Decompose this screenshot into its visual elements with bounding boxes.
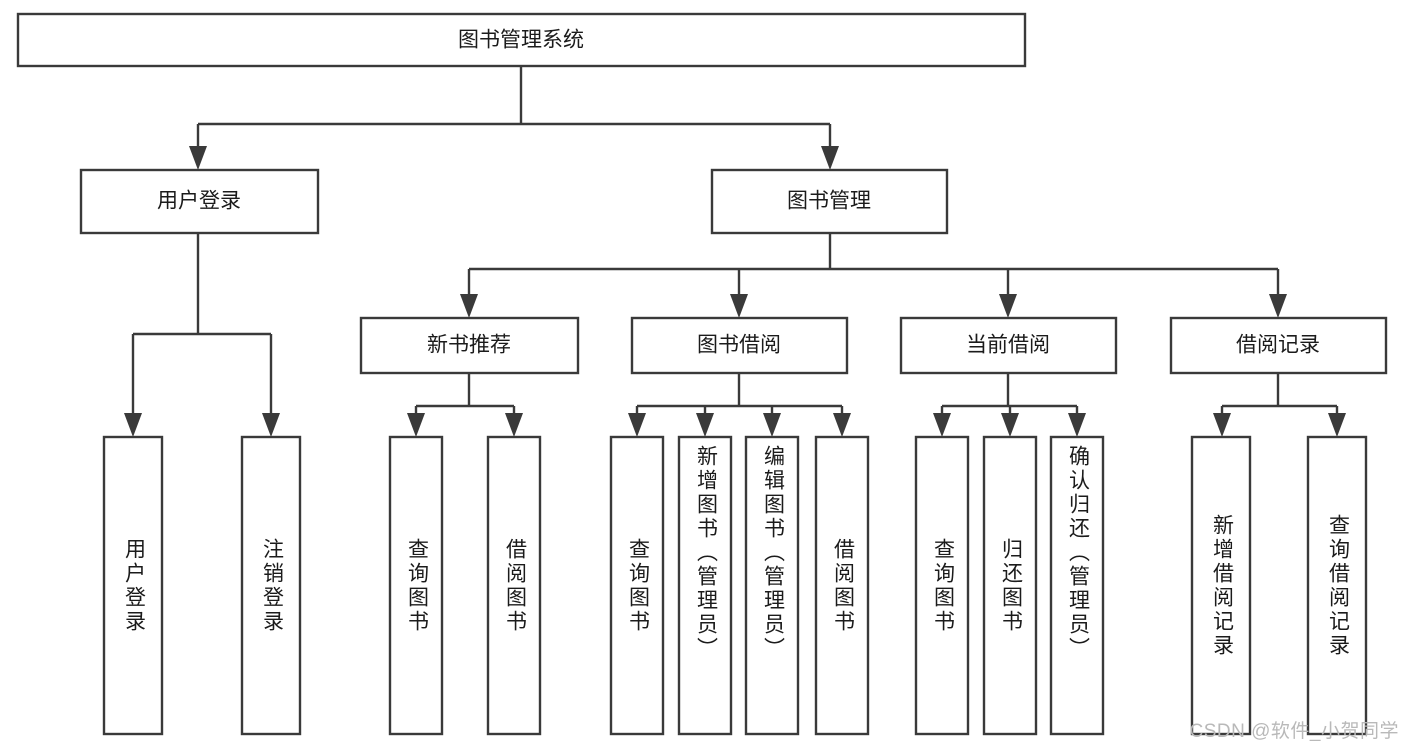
node-root-box[interactable] bbox=[16, 12, 1027, 68]
connector-group-borrow-record bbox=[1213, 373, 1346, 437]
node-new-book-rec-label: 新书推荐 bbox=[427, 334, 511, 357]
arrow-head-leaf-return-book bbox=[1001, 413, 1019, 437]
node-leaf-user-login-box[interactable] bbox=[102, 435, 164, 736]
arrow-head-leaf-borrow-book-1 bbox=[505, 413, 523, 437]
node-root[interactable]: 图书管理系统 bbox=[16, 12, 1027, 68]
node-leaf-query-book-2-box[interactable] bbox=[609, 435, 665, 736]
node-user-login-box[interactable] bbox=[79, 168, 320, 235]
arrow-head-leaf-borrow-book-2 bbox=[833, 413, 851, 437]
connector-group-current-borrow bbox=[933, 373, 1086, 437]
connector-group-root bbox=[189, 66, 839, 170]
node-borrow-record[interactable]: 借阅记录 bbox=[1169, 316, 1388, 375]
node-book-borrow-label: 图书借阅 bbox=[697, 334, 781, 357]
node-new-book-rec[interactable]: 新书推荐 bbox=[359, 316, 580, 375]
node-leaf-query-record-box[interactable] bbox=[1306, 435, 1368, 736]
connector-group-user-login bbox=[124, 233, 280, 437]
arrow-head-leaf-query-record bbox=[1328, 413, 1346, 437]
node-leaf-query-book-3-box[interactable] bbox=[914, 435, 970, 736]
node-current-borrow-label: 当前借阅 bbox=[966, 334, 1050, 357]
arrow-head-current-borrow bbox=[999, 294, 1017, 318]
arrow-head-leaf-add-book bbox=[696, 413, 714, 437]
arrow-head-new-book-rec bbox=[460, 294, 478, 318]
node-book-manage[interactable]: 图书管理 bbox=[710, 168, 949, 235]
arrow-head-leaf-confirm-return bbox=[1068, 413, 1086, 437]
node-new-book-rec-box[interactable] bbox=[359, 316, 580, 375]
node-current-borrow-box[interactable] bbox=[899, 316, 1118, 375]
node-leaf-add-record-box[interactable] bbox=[1190, 435, 1252, 736]
arrow-head-leaf-add-record bbox=[1213, 413, 1231, 437]
node-book-borrow[interactable]: 图书借阅 bbox=[630, 316, 849, 375]
node-book-manage-box[interactable] bbox=[710, 168, 949, 235]
node-leaf-edit-book-box[interactable] bbox=[744, 435, 800, 736]
node-borrow-record-box[interactable] bbox=[1169, 316, 1388, 375]
arrow-head-book-manage bbox=[821, 146, 839, 170]
arrow-head-leaf-user-logout bbox=[262, 413, 280, 437]
node-leaf-add-book-box[interactable] bbox=[677, 435, 733, 736]
csdn-watermark: CSDN @软件_小贺同学 bbox=[1189, 721, 1399, 742]
node-root-label: 图书管理系统 bbox=[458, 29, 584, 52]
arrow-head-book-borrow bbox=[730, 294, 748, 318]
node-leaf-borrow-book-1-box[interactable] bbox=[486, 435, 542, 736]
node-user-login[interactable]: 用户登录 bbox=[79, 168, 320, 235]
arrow-head-leaf-user-login bbox=[124, 413, 142, 437]
connector-group-new-book-rec bbox=[407, 373, 523, 437]
arrow-head-leaf-edit-book bbox=[763, 413, 781, 437]
arrow-head-user-login bbox=[189, 146, 207, 170]
node-borrow-record-label: 借阅记录 bbox=[1236, 334, 1320, 357]
node-current-borrow[interactable]: 当前借阅 bbox=[899, 316, 1118, 375]
node-book-borrow-box[interactable] bbox=[630, 316, 849, 375]
node-leaf-confirm-return-box[interactable] bbox=[1049, 435, 1105, 736]
connector-group-book-borrow bbox=[628, 373, 851, 437]
node-user-login-label: 用户登录 bbox=[157, 190, 241, 213]
connector-group-book-manage bbox=[460, 233, 1287, 318]
node-book-manage-label: 图书管理 bbox=[787, 190, 871, 213]
arrow-head-leaf-query-book-2 bbox=[628, 413, 646, 437]
arrow-head-leaf-query-book-1 bbox=[407, 413, 425, 437]
node-leaf-borrow-book-2-box[interactable] bbox=[814, 435, 870, 736]
arrow-head-borrow-record bbox=[1269, 294, 1287, 318]
node-leaf-user-logout-box[interactable] bbox=[240, 435, 302, 736]
arrow-head-leaf-query-book-3 bbox=[933, 413, 951, 437]
node-leaf-query-book-1-box[interactable] bbox=[388, 435, 444, 736]
node-leaf-return-book-box[interactable] bbox=[982, 435, 1038, 736]
